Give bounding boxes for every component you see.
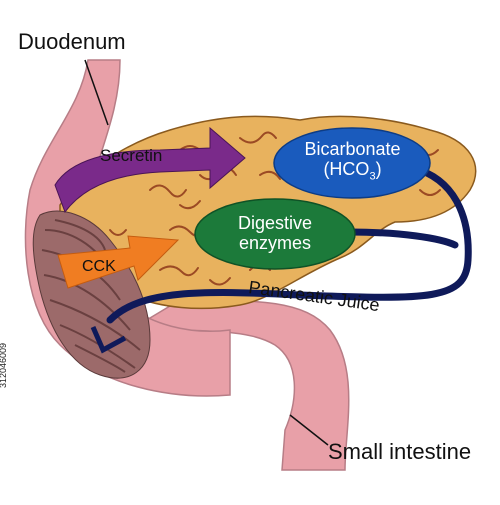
bicarbonate-line1: Bicarbonate (304, 139, 401, 159)
small-intestine-leader-line (289, 414, 329, 446)
duct-arrowhead (90, 326, 127, 354)
duodenum-leader-line (84, 59, 109, 126)
bicarbonate-oval (273, 127, 431, 199)
bicarbonate-close: ) (375, 158, 382, 179)
enzymes-label: Digestive enzymes (215, 213, 335, 254)
enzymes-oval (194, 198, 356, 270)
bicarbonate-label: Bicarbonate (HCO3) (290, 139, 415, 183)
stock-id-watermark: 312046009 (0, 342, 8, 388)
enzymes-duct (346, 228, 459, 249)
cck-arrow (57, 235, 180, 289)
duodenum-fold-lines (41, 219, 141, 373)
enzymes-line1: Digestive (237, 213, 313, 233)
bicarbonate-line2: (HCO3) (290, 158, 415, 183)
bicarbonate-formula: (HCO (323, 158, 370, 179)
small-intestine-label: Small intestine (328, 439, 472, 464)
cck-label: CCK (82, 258, 116, 275)
bicarbonate-subscript: 3 (369, 170, 376, 183)
duodenum-label: Duodenum (18, 29, 126, 54)
small-intestine-shape (127, 299, 350, 471)
pancreatic-duct (106, 166, 472, 324)
enzymes-line2: enzymes (238, 232, 312, 253)
secretin-label: Secretin (100, 146, 163, 165)
secretin-arrow (54, 126, 246, 214)
